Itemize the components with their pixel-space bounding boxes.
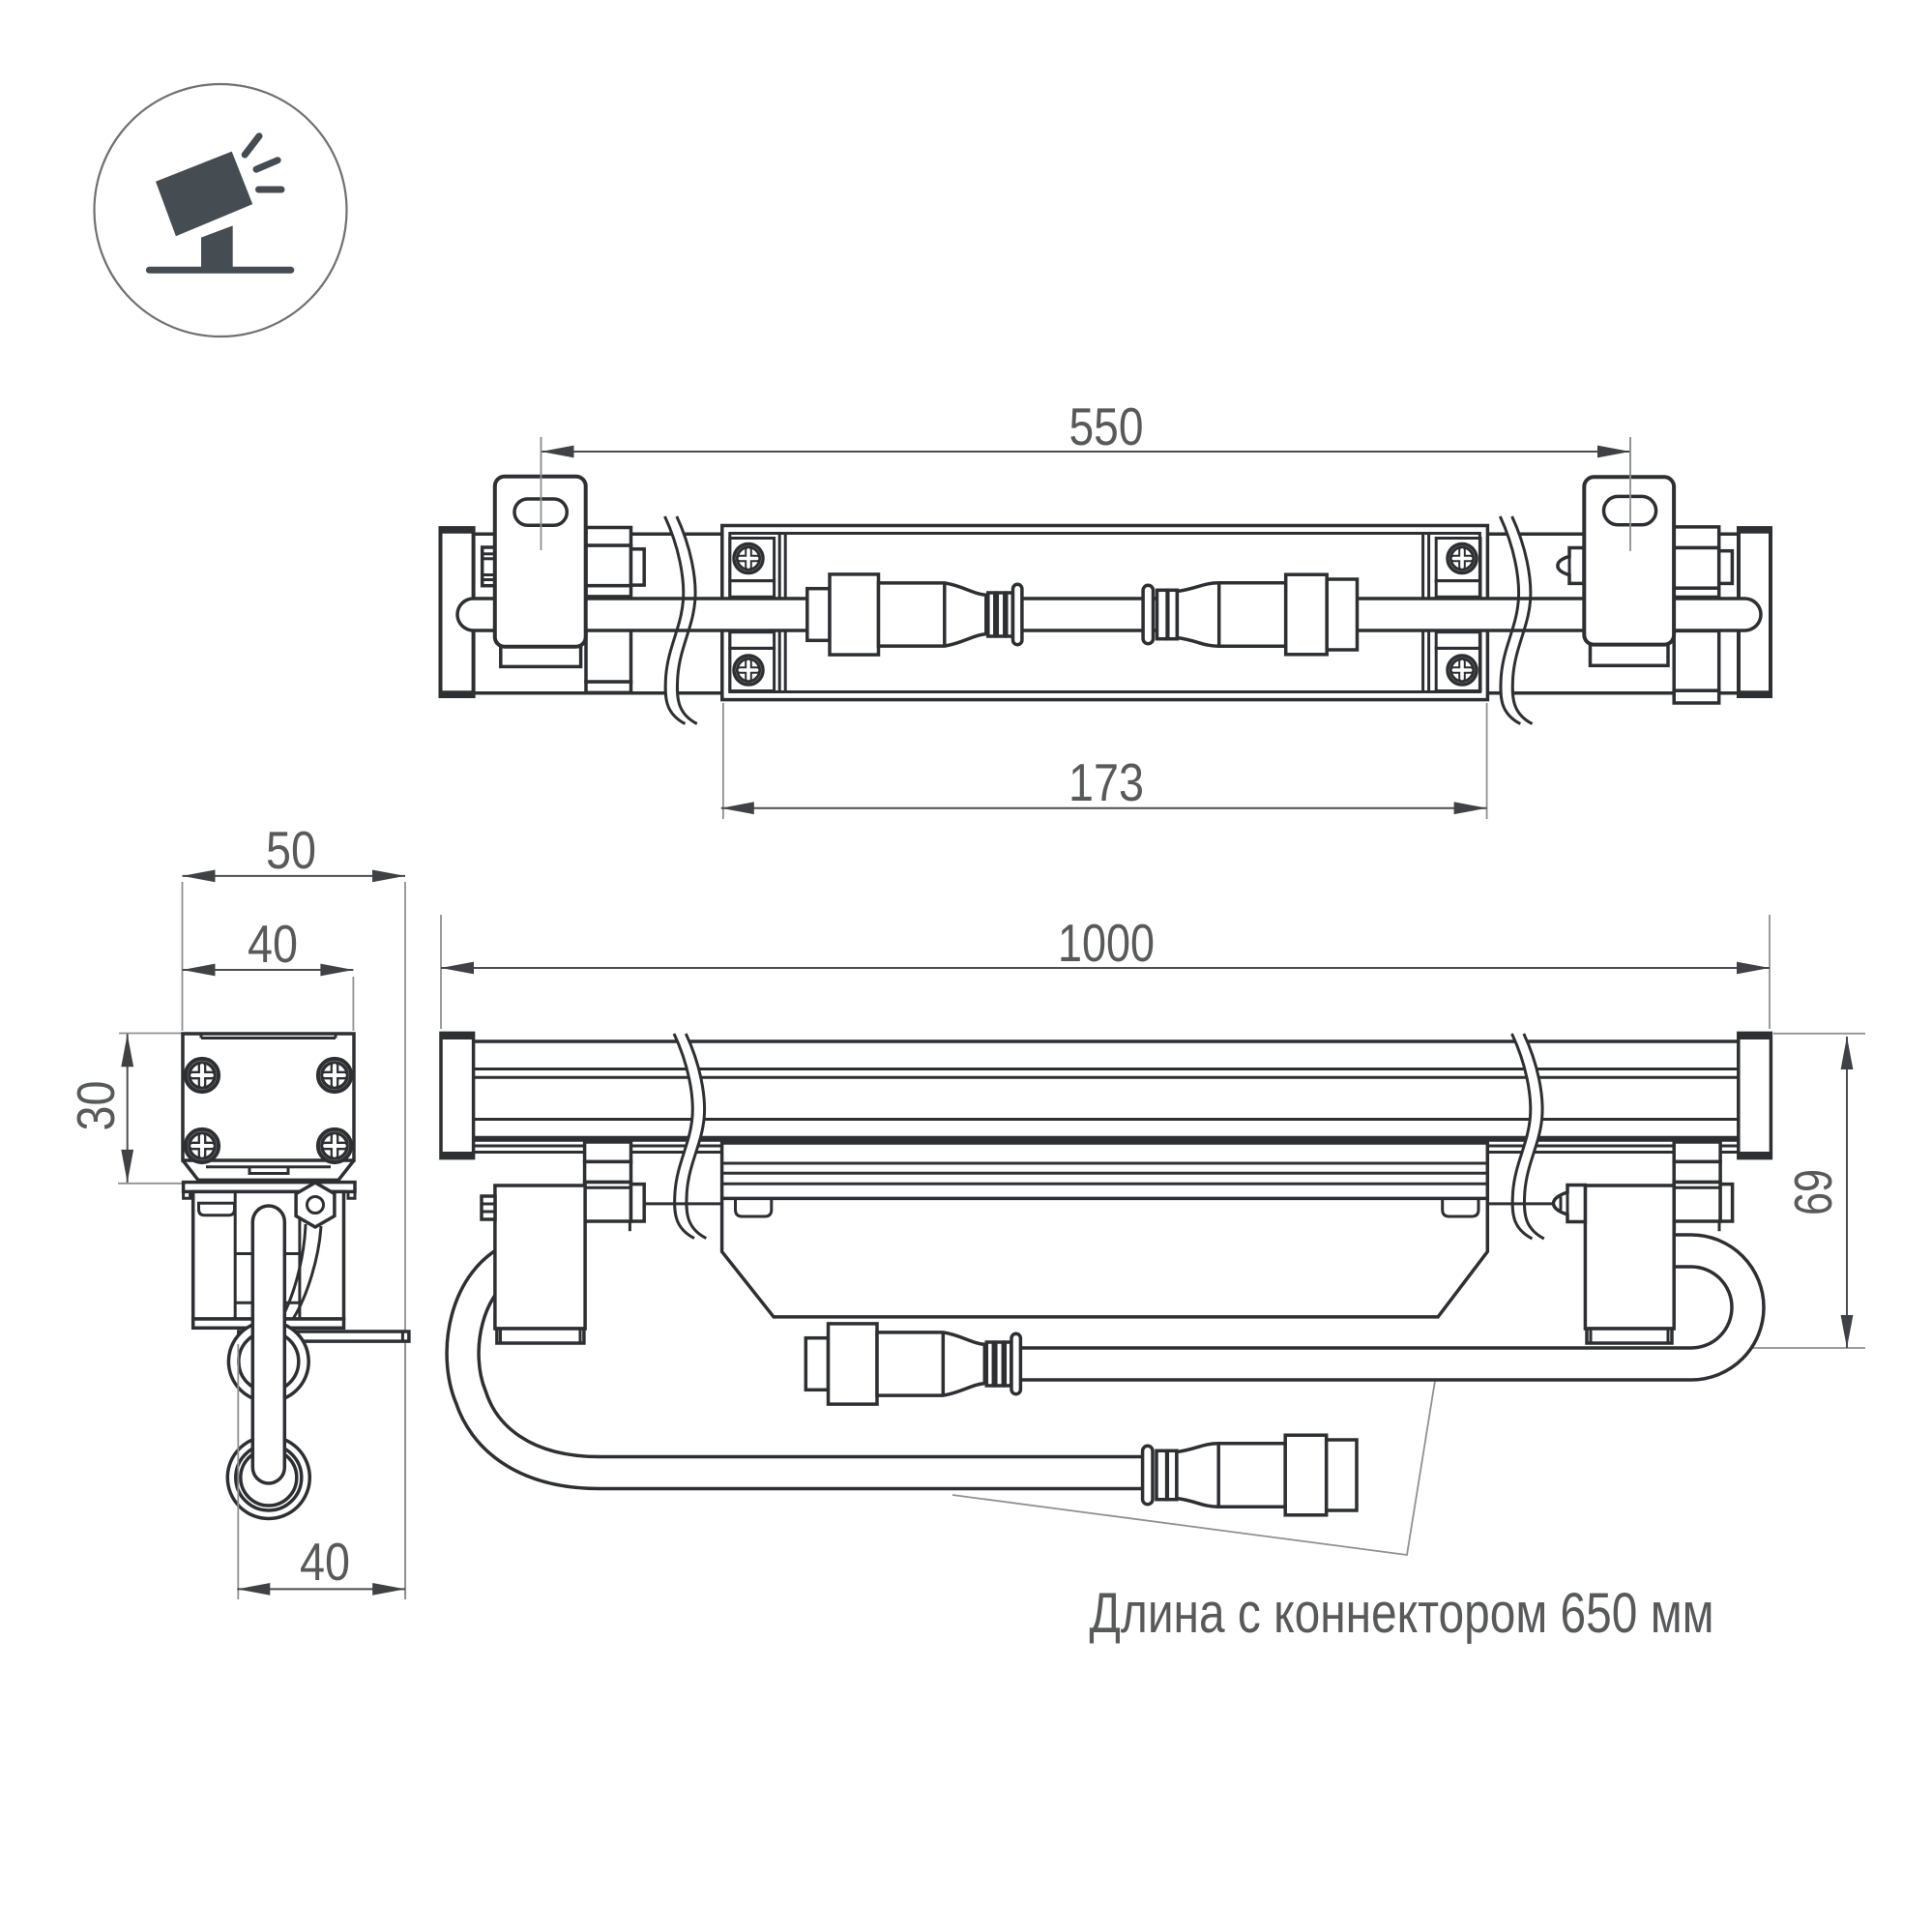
svg-text:40: 40 — [248, 914, 298, 974]
svg-text:50: 50 — [266, 820, 316, 880]
svg-text:30: 30 — [66, 1081, 126, 1131]
svg-text:1000: 1000 — [1058, 913, 1155, 973]
svg-text:550: 550 — [1069, 396, 1144, 456]
svg-text:69: 69 — [1783, 1169, 1843, 1215]
svg-text:Длина с коннектором 650 мм: Длина с коннектором 650 мм — [1090, 1582, 1714, 1645]
svg-text:173: 173 — [1068, 752, 1144, 812]
svg-text:40: 40 — [300, 1532, 350, 1592]
